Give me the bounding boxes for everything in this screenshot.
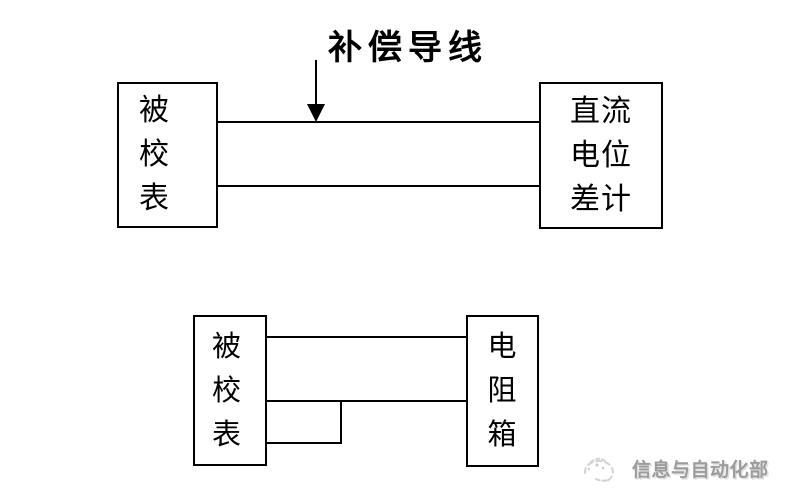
compensation-wire-label: 补偿导线 [328,29,488,67]
gray-emblem-swirl-icon [583,457,614,482]
meter-under-test-label-top: 被 校 表 [139,94,170,215]
down-arrow-icon [307,104,325,122]
dc-potentiometer-label: 直流 电位 差计 [570,94,632,216]
down-arrow-line [315,60,317,106]
resistance-box-label: 电 阻 箱 [487,331,518,451]
meter-under-test-label-bottom: 被 校 表 [211,330,242,451]
bottom-stub-horizontal [267,442,342,444]
bottom-wire-middle [267,400,466,402]
box-meter-under-test-bottom: 被 校 表 [193,315,267,466]
watermark: 信息与自动化部 [576,446,769,490]
bottom-wire-upper [267,336,466,338]
box-resistance-box: 电 阻 箱 [466,315,539,467]
watermark-text: 信息与自动化部 [632,459,769,481]
top-wire-upper [218,121,539,123]
bottom-stub-vertical [340,400,342,444]
box-meter-under-test-top: 被 校 表 [117,82,218,228]
box-dc-potentiometer: 直流 电位 差计 [539,82,663,229]
top-wire-lower [218,185,539,187]
